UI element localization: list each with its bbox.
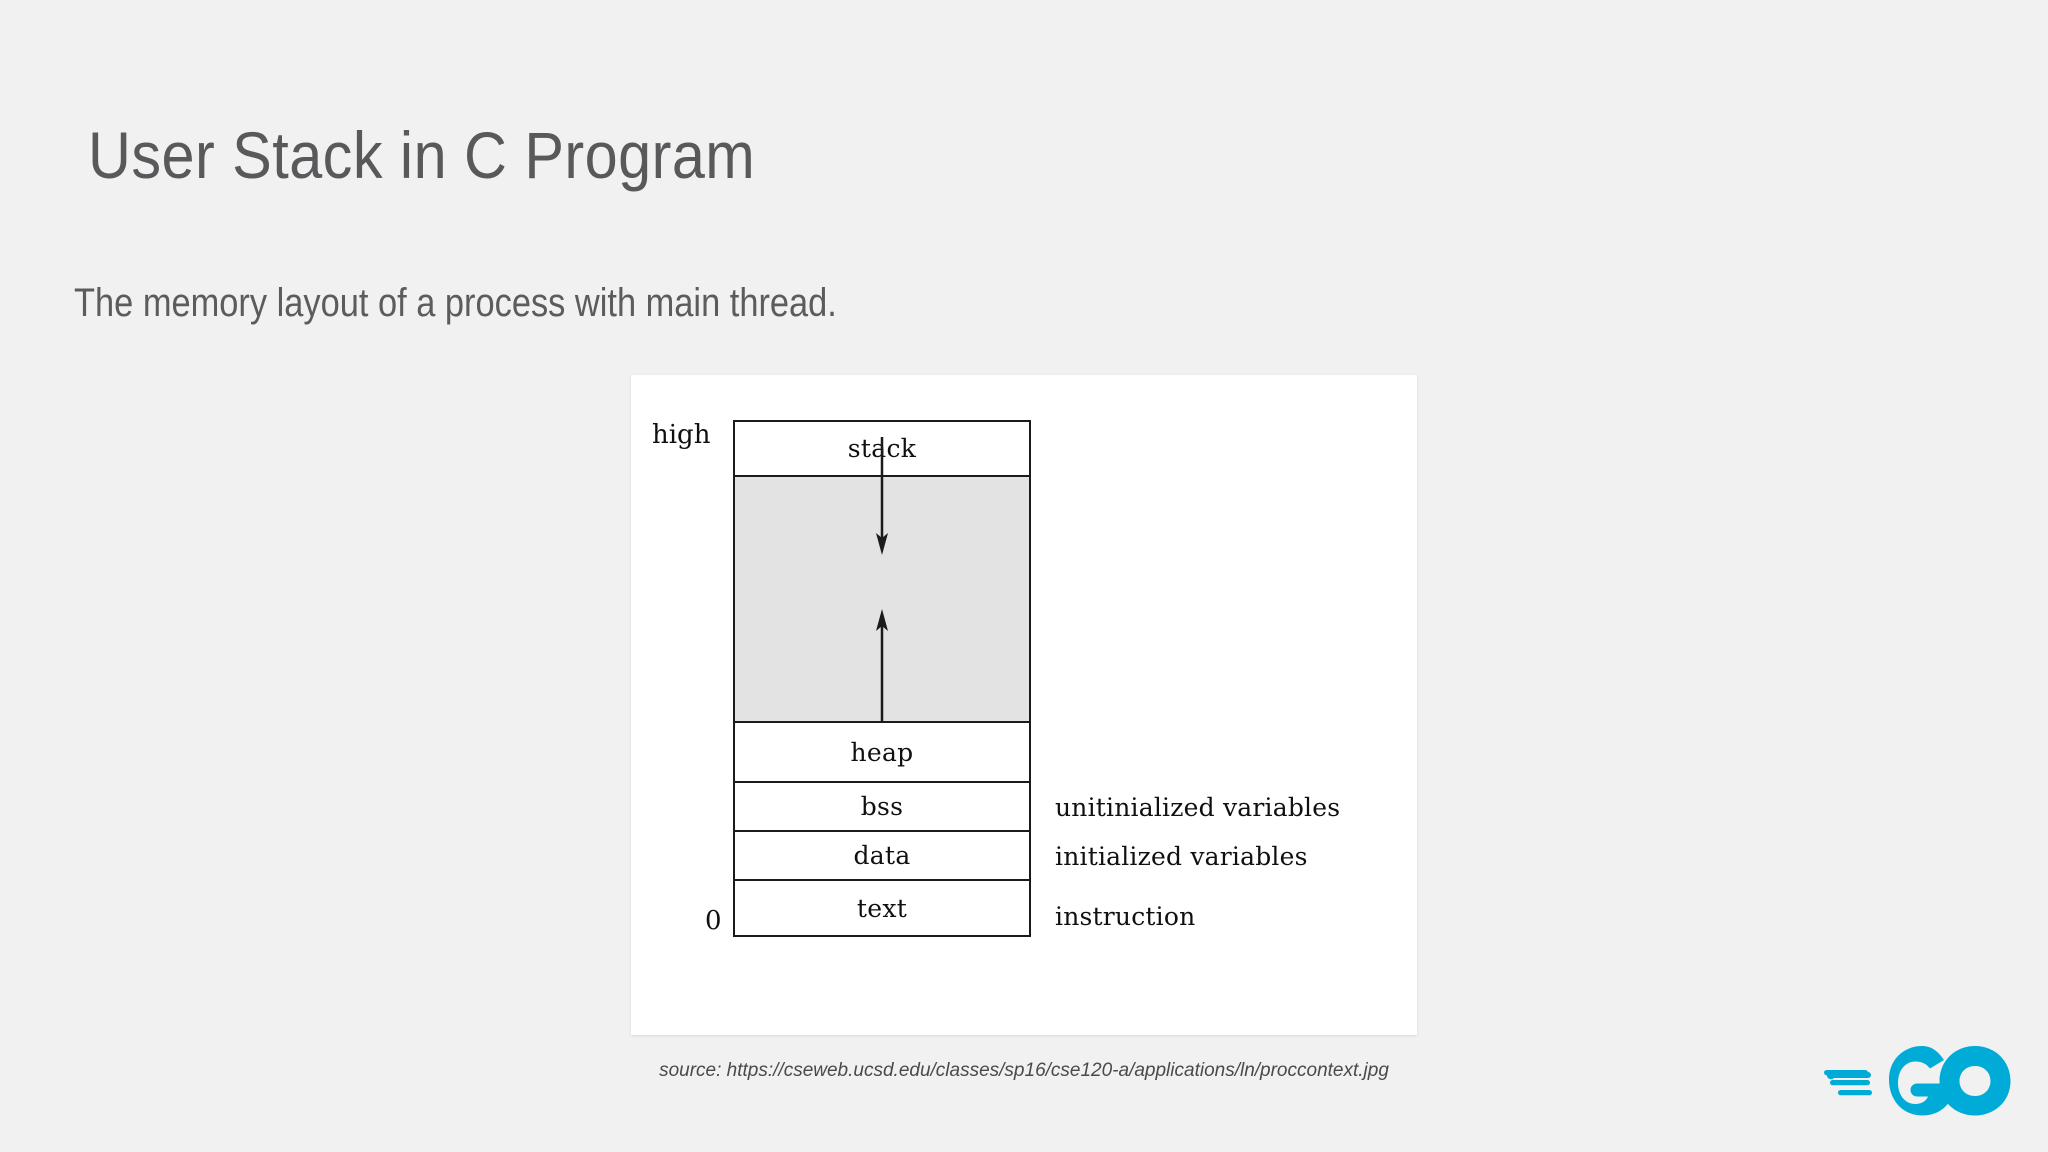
memory-segment-data: data [733, 830, 1031, 881]
stack-grows-down-arrow-icon [876, 437, 888, 555]
annotation-bss: unitinialized variables [1055, 793, 1341, 822]
memory-zero-address-label: 0 [705, 906, 722, 936]
memory-segment-bss-label: bss [860, 792, 904, 821]
go-logo-speed-lines [1824, 1070, 1872, 1096]
source-caption: source: https://cseweb.ucsd.edu/classes/… [659, 1060, 1389, 1081]
slide-subtitle: The memory layout of a process with main… [74, 281, 837, 325]
figure-panel: high 0 stack heap bss data [631, 375, 1417, 1035]
annotation-data: initialized variables [1055, 842, 1308, 871]
memory-segment-heap-label: heap [850, 737, 914, 767]
memory-segment-bss: bss [733, 781, 1031, 832]
memory-segment-data-label: data [853, 841, 911, 870]
process-memory-layout-diagram: high 0 stack heap bss data [631, 375, 1417, 1035]
memory-segment-heap: heap [733, 721, 1031, 783]
memory-segment-text: text [733, 879, 1031, 937]
memory-high-address-label: high [652, 420, 711, 450]
go-logo [1824, 1046, 2011, 1116]
annotation-text: instruction [1055, 902, 1196, 931]
page-title: User Stack in C Program [88, 118, 756, 192]
go-logo-wordmark [1889, 1046, 2011, 1116]
memory-segment-text-label: text [856, 893, 908, 923]
heap-grows-up-arrow-icon [876, 609, 888, 727]
